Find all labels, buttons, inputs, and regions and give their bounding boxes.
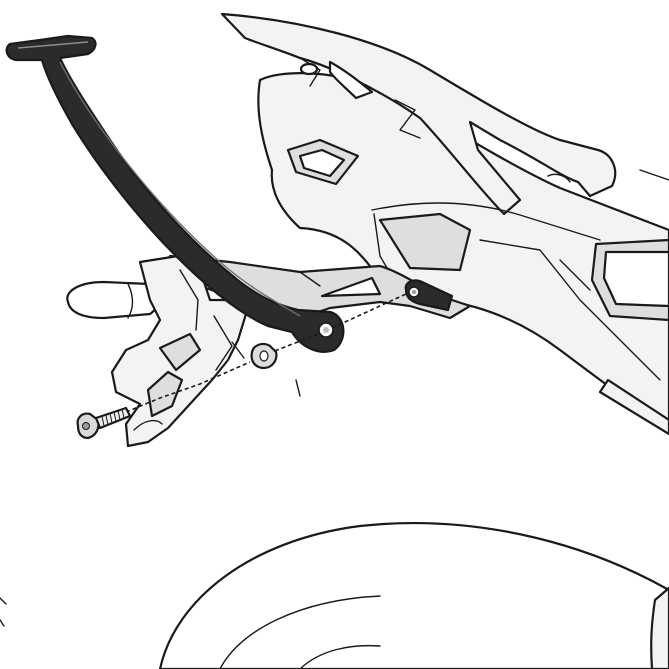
rear-wheel	[0, 522, 669, 669]
license-bracket	[66, 254, 301, 448]
motorcycle-tail	[220, 12, 669, 436]
bolt	[76, 406, 132, 440]
mount-point	[404, 279, 454, 312]
support-arm	[5, 34, 345, 353]
spacer	[250, 342, 278, 370]
